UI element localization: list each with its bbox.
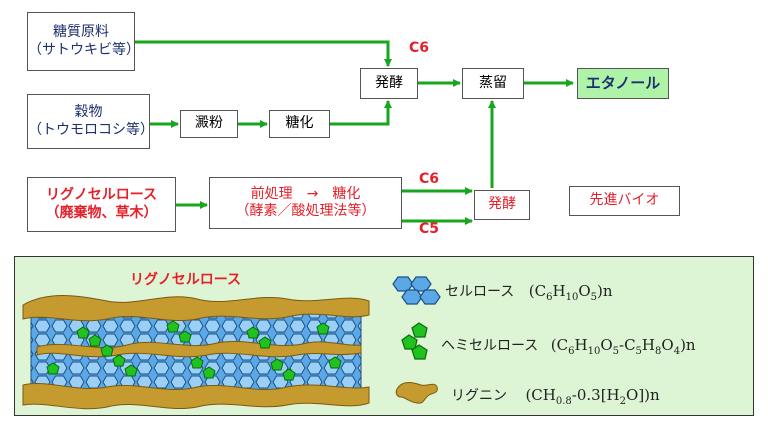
lignocellulose-structure-illustration	[22, 295, 370, 410]
hemicellulose-unit	[46, 362, 60, 375]
saccharification-label: 糖化	[285, 115, 314, 132]
advanced-bio-label: 先進バイオ	[589, 192, 660, 209]
c6-bottom-label: C6	[419, 171, 440, 187]
lignin-band-bottom	[22, 382, 370, 410]
sugar-source-line2: （サトウキビ等）	[28, 41, 140, 58]
hemicellulose-unit	[270, 358, 284, 371]
sugar-source-line1: 糖質原料	[53, 24, 109, 40]
pretreatment-line1: 前処理 → 糖化	[250, 185, 361, 202]
hemicellulose-unit	[178, 330, 192, 343]
legend-hemicellulose-formula: (C6H10O5-C5H8O4)n	[550, 336, 696, 357]
hemicellulose-unit	[316, 322, 330, 335]
hemicellulose-unit	[100, 344, 114, 357]
lignocellulose-line2: （廃棄物、草木）	[45, 204, 158, 221]
hemicellulose-unit	[124, 364, 138, 377]
legend-lignin-formula: (CH0.8-0.3[H2O])n	[525, 386, 660, 407]
ferment-bottom-box: 発酵	[474, 190, 530, 220]
panel-title: リグノセルロース	[130, 272, 242, 288]
hemicellulose-unit	[190, 356, 204, 369]
distill-box: 蒸留	[462, 68, 524, 99]
grain-source-line1: 穀物	[74, 104, 103, 120]
hemicellulose-unit	[166, 320, 180, 333]
legend-lignin-name: リグニン	[451, 388, 507, 404]
hemicellulose-unit	[112, 354, 126, 367]
arrow-sugar-to-ferment	[135, 40, 392, 67]
hemicellulose-pentagons-icon	[401, 322, 428, 360]
ferment-bottom-label: 発酵	[488, 196, 516, 213]
distill-label: 蒸留	[479, 74, 507, 91]
lignocellulose-source-box: リグノセルロース （廃棄物、草木）	[27, 177, 176, 232]
hemicellulose-unit	[76, 326, 90, 339]
lignocellulose-line1: リグノセルロース	[45, 187, 158, 203]
ferment-top-box: 発酵	[360, 68, 418, 99]
hemicellulose-unit	[88, 334, 102, 347]
sugar-source-box: 糖質原料 （サトウキビ等）	[27, 12, 140, 71]
starch-box: 澱粉	[180, 110, 238, 138]
legend-cellulose: セルロース (C6H10O5)n	[445, 281, 613, 303]
arrow-sacch-to-ferment	[330, 100, 392, 126]
advanced-bio-box: 先進バイオ	[569, 186, 680, 216]
hemicellulose-unit	[202, 366, 216, 379]
lignin-blob-icon	[395, 382, 438, 404]
lignin-band-top	[22, 295, 370, 322]
ferment-top-label: 発酵	[375, 74, 403, 91]
grain-source-box: 穀物 （トウモロコシ等）	[27, 94, 154, 149]
saccharification-box: 糖化	[269, 110, 330, 138]
hemicellulose-unit	[282, 368, 296, 381]
ethanol-box: エタノール	[577, 68, 669, 99]
pretreatment-line2: （酵素／酸処理法等）	[235, 203, 376, 219]
grain-source-line2: （トウモロコシ等）	[28, 121, 154, 138]
c5-bottom-label: C5	[419, 221, 440, 237]
hemicellulose-unit	[258, 336, 272, 349]
lignocellulose-structure-panel: リグノセルロース	[14, 256, 754, 416]
lignin-band-middle	[36, 340, 362, 358]
starch-label: 澱粉	[195, 115, 223, 132]
cellulose-hexagons-icon	[392, 276, 441, 305]
ethanol-label: エタノール	[585, 74, 661, 93]
legend-cellulose-name: セルロース	[445, 284, 515, 300]
legend-hemicellulose: ヘミセルロース (C6H10O5-C5H8O4)n	[441, 335, 696, 357]
legend-hemicellulose-name: ヘミセルロース	[441, 338, 539, 354]
hemicellulose-unit	[328, 356, 342, 369]
legend-lignin: リグニン (CH0.8-0.3[H2O])n	[451, 385, 660, 407]
c6-top-label: C6	[409, 40, 430, 56]
hemicellulose-unit	[246, 326, 260, 339]
pretreatment-box: 前処理 → 糖化 （酵素／酸処理法等）	[209, 177, 402, 229]
flow-arrows	[135, 40, 574, 225]
legend-cellulose-formula: (C6H10O5)n	[528, 282, 613, 303]
